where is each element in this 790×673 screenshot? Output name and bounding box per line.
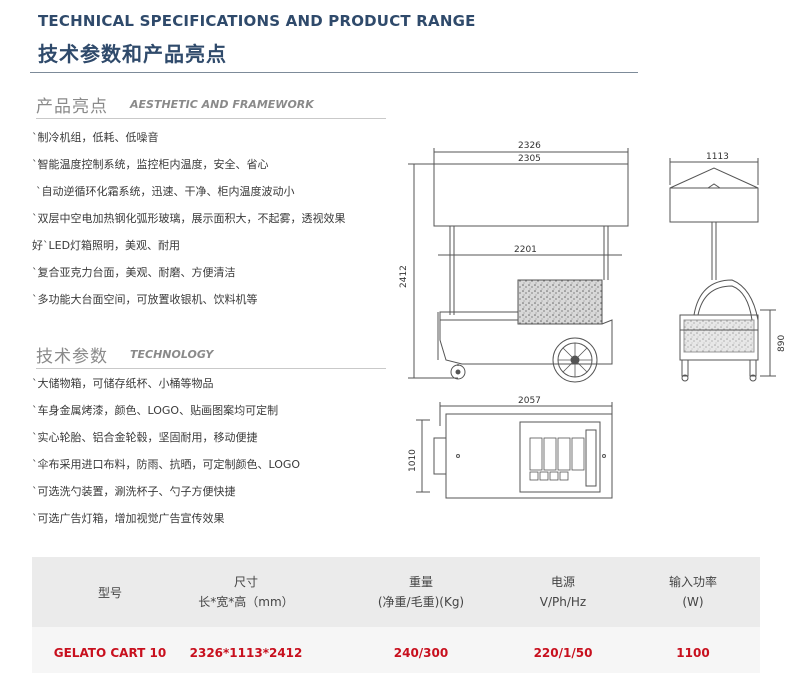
cart-top-outline xyxy=(445,413,613,499)
header-weight: 重量 (净重/毛重)(Kg) xyxy=(377,575,465,609)
dim-label-2412: 2412 xyxy=(399,265,409,288)
technology-heading-en: TECHNOLOGY xyxy=(130,348,214,361)
list-item: `多功能大台面空间，可放置收银机、饮料机等 xyxy=(32,293,258,306)
header-power-supply: 电源 V/Ph/Hz xyxy=(539,575,587,609)
header-size: 尺寸 长*宽*高（mm） xyxy=(198,575,294,609)
page-title-en: TECHNICAL SPECIFICATIONS AND PRODUCT RAN… xyxy=(38,12,476,30)
cell-power-supply: 220/1/50 xyxy=(533,646,593,660)
technology-divider xyxy=(36,368,386,369)
dim-label-1113: 1113 xyxy=(706,152,729,162)
canopy-front xyxy=(433,163,629,227)
list-item: `智能温度控制系统，监控柜内温度，安全、省心 xyxy=(32,158,269,171)
list-item: `实心轮胎、铝合金轮毂，坚固耐用，移动便捷 xyxy=(32,431,258,444)
list-item: `伞布采用进口布料，防雨、抗晒，可定制颜色、LOGO xyxy=(32,458,301,471)
cart-handle xyxy=(433,437,446,475)
cell-model: GELATO CART 10 xyxy=(53,646,167,660)
dim-label-2326: 2326 xyxy=(518,141,541,151)
cell-input-power: 1100 xyxy=(676,646,710,660)
dim-label-890: 890 xyxy=(777,335,787,352)
list-item: `可选洗勺装置，涮洗杯子、勺子方便快捷 xyxy=(32,485,236,498)
technology-list: `大储物箱，可储存纸杯、小桶等物品 `车身金属烤漆，颜色、LOGO、贴画图案均可… xyxy=(32,370,300,532)
page-title-cn: 技术参数和产品亮点 xyxy=(38,42,227,66)
spec-table-header xyxy=(32,557,760,627)
list-item: `可选广告灯箱，增加视觉广告宣传效果 xyxy=(32,512,225,525)
title-divider xyxy=(30,72,638,73)
display-glass-front xyxy=(517,279,603,325)
list-item: `双层中空电加热钢化弧形玻璃，展示面积大，不起雾，透视效果 xyxy=(32,212,346,225)
cell-weight: 240/300 xyxy=(393,646,449,660)
dim-label-2305: 2305 xyxy=(518,154,541,164)
highlights-heading-cn: 产品亮点 xyxy=(36,97,108,117)
list-item: `车身金属烤漆，颜色、LOGO、贴画图案均可定制 xyxy=(32,404,279,417)
display-glass-side xyxy=(693,279,759,321)
cart-technical-drawing: 2326 2305 2201 2412 1113 890 2057 1010 xyxy=(399,141,787,499)
header-model: 型号 xyxy=(97,586,122,600)
list-item: 好`LED灯箱照明，美观、耐用 xyxy=(32,239,181,252)
list-item: `自动逆循环化霜系统，迅速、干净、柜内温度波动小 xyxy=(36,185,295,198)
dim-label-2201: 2201 xyxy=(514,245,537,255)
technology-heading-cn: 技术参数 xyxy=(36,347,108,367)
list-item: `大储物箱，可储存纸杯、小桶等物品 xyxy=(32,377,214,390)
highlights-heading-en: AESTHETIC AND FRAMEWORK xyxy=(130,98,314,111)
cell-size: 2326*1113*2412 xyxy=(189,646,303,660)
list-item: `制冷机组，低耗、低噪音 xyxy=(32,131,159,144)
header-input-power: 输入功率 (W) xyxy=(668,575,717,609)
dim-label-2057: 2057 xyxy=(518,396,541,406)
highlights-list: `制冷机组，低耗、低噪音 `智能温度控制系统，监控柜内温度，安全、省心 `自动逆… xyxy=(32,124,346,313)
canopy-side xyxy=(669,167,759,223)
wheel-front-large xyxy=(552,337,598,383)
highlights-divider xyxy=(36,118,386,119)
dim-label-1010: 1010 xyxy=(408,449,418,472)
list-item: `复合亚克力台面，美观、耐磨、方便清洁 xyxy=(32,266,236,279)
